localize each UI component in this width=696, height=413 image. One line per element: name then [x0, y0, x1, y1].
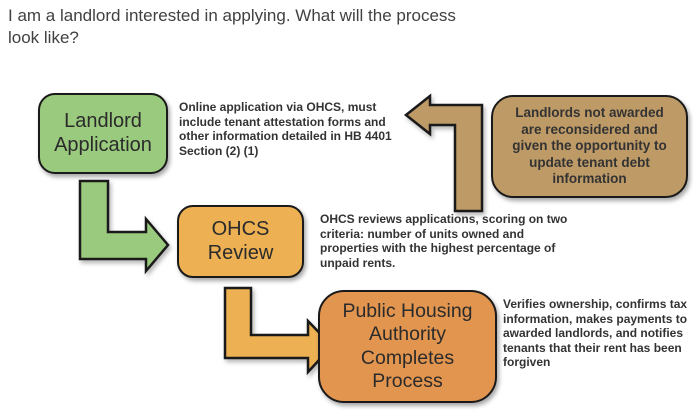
- flow-node-ohcs-review: OHCS Review: [177, 205, 304, 278]
- feedback-return-arrow-icon: [403, 93, 484, 213]
- flow-node-label: Landlords not awarded are reconsidered a…: [512, 105, 667, 187]
- flow-node-label: Landlord Application: [54, 109, 152, 156]
- arrow-ohcs-to-pha-icon: [223, 286, 334, 376]
- note-landlord-application: Online application via OHCS, must includ…: [179, 100, 392, 158]
- page-title: I am a landlord interested in applying. …: [8, 6, 456, 48]
- note-pha-completes-process: Verifies ownership, confirms tax informa…: [503, 297, 688, 370]
- arrow-landlord-to-ohcs-icon: [78, 179, 170, 275]
- flow-node-label: Public Housing Authority Completes Proce…: [342, 299, 473, 392]
- flow-node-feedback: Landlords not awarded are reconsidered a…: [491, 95, 688, 198]
- flow-node-label: OHCS Review: [207, 217, 274, 264]
- flow-node-landlord-application: Landlord Application: [38, 93, 168, 174]
- flow-node-pha-completes-process: Public Housing Authority Completes Proce…: [318, 290, 497, 403]
- note-ohcs-review: OHCS reviews applications, scoring on tw…: [320, 212, 568, 270]
